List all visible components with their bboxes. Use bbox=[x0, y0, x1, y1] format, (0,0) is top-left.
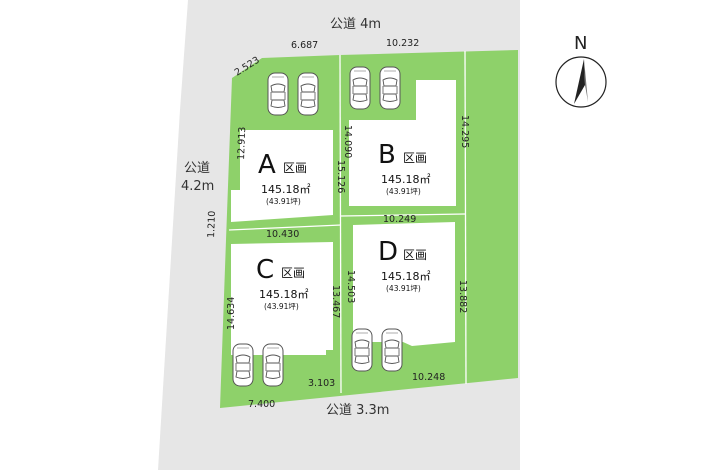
lot-area: 145.18㎡ bbox=[261, 183, 311, 196]
dimension-label: 7.400 bbox=[248, 399, 275, 410]
dimension-label: 13.882 bbox=[457, 280, 468, 313]
dimension-label: 15.126 bbox=[335, 160, 346, 193]
north-label: N bbox=[574, 33, 587, 54]
car-icon bbox=[297, 72, 319, 116]
building-a bbox=[231, 130, 333, 222]
lot-tsubo: (43.91坪) bbox=[386, 284, 421, 293]
road-label-north: 公道 4m bbox=[330, 17, 381, 32]
lot-letter: A bbox=[258, 150, 276, 180]
lot-suffix: 区画 bbox=[403, 248, 427, 262]
lot-label-a: A 区画 145.18㎡ (43.91坪) bbox=[258, 150, 311, 206]
dimension-label: 14.295 bbox=[459, 115, 470, 148]
lot-letter: D bbox=[378, 237, 398, 267]
dimension-label: 10.249 bbox=[383, 214, 416, 225]
dimension-label: 10.232 bbox=[386, 38, 419, 49]
building-b bbox=[349, 80, 456, 206]
lot-area: 145.18㎡ bbox=[259, 288, 309, 301]
dimension-label: 14.634 bbox=[226, 297, 237, 330]
lot-suffix: 区画 bbox=[403, 151, 427, 165]
dimension-label: 3.103 bbox=[308, 378, 335, 389]
car-icon bbox=[349, 66, 371, 110]
road-label-south: 公道 3.3m bbox=[326, 403, 389, 418]
dimension-label: 14.090 bbox=[342, 125, 353, 158]
dimension-label: 10.248 bbox=[412, 372, 445, 383]
north-arrow: N bbox=[555, 33, 607, 108]
building-d bbox=[353, 222, 455, 346]
lot-suffix: 区画 bbox=[283, 161, 307, 175]
dimension-label: 12.913 bbox=[236, 126, 248, 160]
lot-area: 145.18㎡ bbox=[381, 173, 431, 186]
dimension-label: 6.687 bbox=[291, 40, 318, 51]
car-icon bbox=[351, 328, 373, 372]
dimension-labels: 2.523 6.687 10.232 12.913 14.090 14.295 … bbox=[206, 38, 470, 410]
lot-boundaries bbox=[228, 50, 467, 394]
lot-letter: C bbox=[256, 255, 274, 285]
dimension-label: 14.503 bbox=[345, 270, 356, 303]
lot-tsubo: (43.91坪) bbox=[266, 197, 301, 206]
car-icon bbox=[267, 72, 289, 116]
lot-tsubo: (43.91坪) bbox=[264, 302, 299, 311]
building-c bbox=[231, 242, 333, 355]
road-label-west: 公道 bbox=[184, 161, 210, 176]
dimension-label: 1.210 bbox=[206, 211, 218, 239]
north-pointer-icon bbox=[574, 59, 585, 104]
road-label-west-width: 4.2m bbox=[181, 179, 214, 194]
lot-tsubo: (43.91坪) bbox=[386, 187, 421, 196]
car-icon bbox=[232, 343, 254, 387]
lot-label-c: C 区画 145.18㎡ (43.91坪) bbox=[256, 255, 309, 311]
car-icon bbox=[381, 328, 403, 372]
lot-suffix: 区画 bbox=[281, 266, 305, 280]
lot-label-b: B 区画 145.18㎡ (43.91坪) bbox=[378, 140, 431, 196]
car-icon bbox=[379, 66, 401, 110]
building-footprints bbox=[231, 80, 456, 355]
lot-label-d: D 区画 145.18㎡ (43.91坪) bbox=[378, 237, 431, 293]
car-icon bbox=[262, 343, 284, 387]
lot-area: 145.18㎡ bbox=[381, 270, 431, 283]
dimension-label: 13.467 bbox=[330, 285, 341, 318]
lot-letter: B bbox=[378, 140, 396, 170]
dimension-label: 10.430 bbox=[266, 229, 299, 240]
